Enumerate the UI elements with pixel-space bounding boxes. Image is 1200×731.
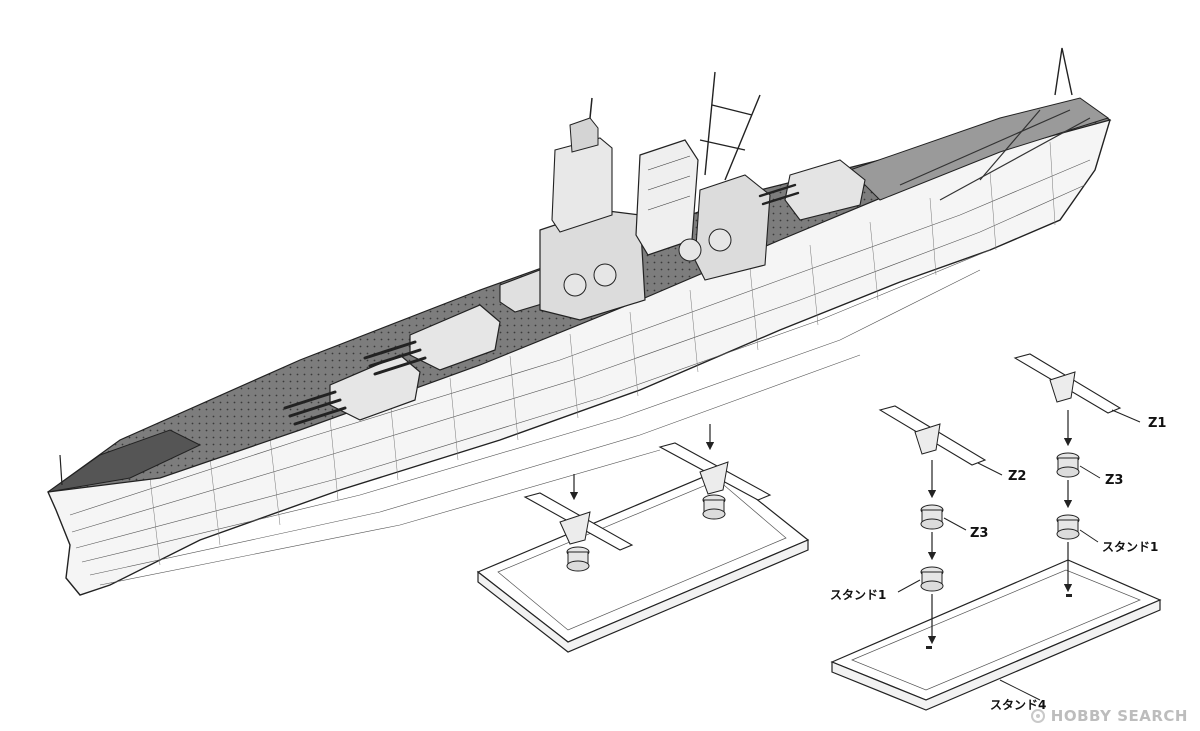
hobby-search-logo-icon	[1030, 709, 1045, 723]
superstructure	[539, 71, 866, 321]
main-mast	[699, 71, 761, 181]
main-turret-1	[283, 354, 421, 426]
label-stand1-left: スタンド1	[830, 588, 887, 602]
stern-crane	[1054, 47, 1073, 96]
label-z3-right: Z3	[1105, 473, 1124, 488]
bow-forecastle	[47, 429, 202, 493]
hull-plating-lines	[69, 159, 1091, 586]
label-z3-middle: Z3	[970, 526, 989, 541]
watermark-text: HOBBY SEARCH	[1050, 707, 1188, 725]
leader-lines	[897, 409, 1141, 701]
part-stand1-right	[1056, 514, 1080, 540]
part-z3-middle	[920, 504, 944, 530]
assembly-arrows	[927, 410, 1073, 645]
part-stand1-left	[920, 566, 944, 592]
stand-assembly-assembled	[476, 424, 810, 653]
part-z1	[1013, 353, 1122, 414]
watermark: HOBBY SEARCH	[1030, 707, 1188, 725]
stand-assembly-exploded	[830, 353, 1162, 711]
part-z2	[878, 405, 987, 466]
main-turret-2	[363, 304, 501, 376]
cradle-left-2	[658, 442, 772, 520]
cradle-left-1	[523, 492, 634, 572]
bow-staff	[59, 454, 63, 486]
label-z2: Z2	[1008, 469, 1027, 484]
label-z1: Z1	[1148, 416, 1167, 431]
aft-deck	[849, 97, 1110, 201]
label-stand1-right: スタンド1	[1102, 540, 1159, 554]
aft-rails	[899, 109, 1091, 201]
label-stand4: スタンド4	[990, 698, 1047, 712]
hull-frame-lines	[149, 141, 1056, 566]
part-z3-right	[1056, 452, 1080, 478]
funnel	[635, 139, 699, 256]
